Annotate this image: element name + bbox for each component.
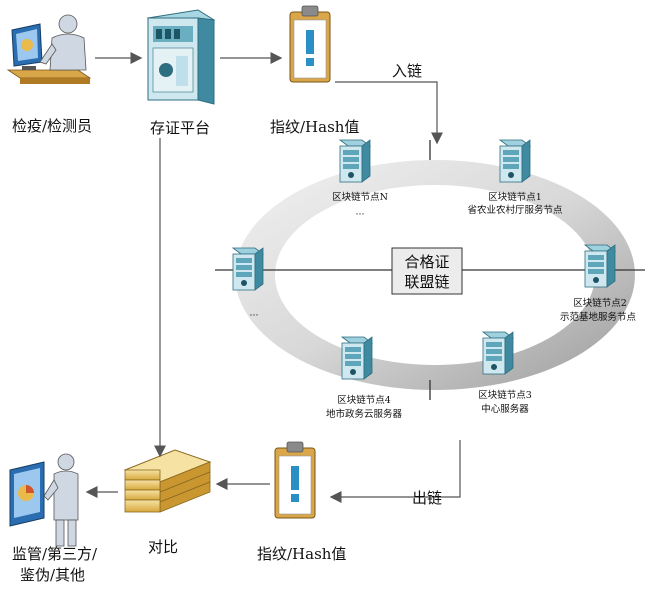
clipboard-bottom-icon (274, 441, 316, 519)
node-left: ··· (232, 247, 264, 321)
platform-server-icon (146, 9, 216, 105)
node-4-desc: 地市政务云服务器 (326, 408, 403, 420)
node-n-label: 区块链节点N (332, 191, 388, 203)
inspector-icon (6, 14, 92, 84)
node-4-label: 区块链节点4 (337, 394, 391, 406)
arrows (85, 52, 461, 503)
node-n-server-icon (339, 139, 371, 183)
node-4-server-icon (341, 336, 373, 380)
node-1: 区块链节点1 省农业农村厅服务节点 (467, 139, 563, 216)
node-1-server-icon (499, 139, 531, 183)
regulator-label-line2: 鉴伪/其他 (20, 566, 85, 584)
node-1-desc: 省农业农村厅服务节点 (467, 204, 563, 216)
in-chain-label: 入链 (392, 62, 422, 80)
platform-label: 存证平台 (150, 119, 210, 137)
out-chain-label: 出链 (412, 489, 442, 507)
node-1-label: 区块链节点1 (488, 191, 542, 203)
arrow-out-chain (329, 440, 461, 503)
node-2-label: 区块链节点2 (573, 297, 627, 309)
node-left-server-icon (232, 247, 264, 291)
compare-label: 对比 (148, 538, 178, 556)
fingerprint-bottom-label: 指纹/Hash值 (257, 545, 346, 563)
node-n: 区块链节点N ··· (332, 139, 388, 220)
fingerprint-top-label: 指纹/Hash值 (270, 118, 359, 136)
compare-books-icon (123, 449, 212, 513)
node-3-label: 区块链节点3 (478, 389, 532, 401)
clipboard-top-icon (289, 5, 331, 83)
arrow-in-chain (335, 81, 443, 145)
node-2-desc: 示范基地服务节点 (560, 311, 637, 323)
node-n-ellipsis: ··· (355, 209, 364, 220)
consortium-line2: 联盟链 (404, 273, 449, 291)
consortium-chain-box: 合格证 联盟链 (391, 247, 463, 295)
node-3-desc: 中心服务器 (481, 403, 529, 415)
regulator-icon (9, 453, 79, 547)
node-3: 区块链节点3 中心服务器 (478, 331, 532, 415)
inspector-label: 检疫/检测员 (12, 117, 92, 135)
regulator-label-line1: 监管/第三方/ (12, 545, 98, 563)
node-4: 区块链节点4 地市政务云服务器 (326, 336, 403, 420)
node-3-server-icon (482, 331, 514, 375)
node-2-server-icon (584, 244, 616, 288)
node-left-ellipsis: ··· (249, 310, 258, 321)
node-2: 区块链节点2 示范基地服务节点 (560, 244, 637, 323)
consortium-line1: 合格证 (404, 253, 449, 271)
